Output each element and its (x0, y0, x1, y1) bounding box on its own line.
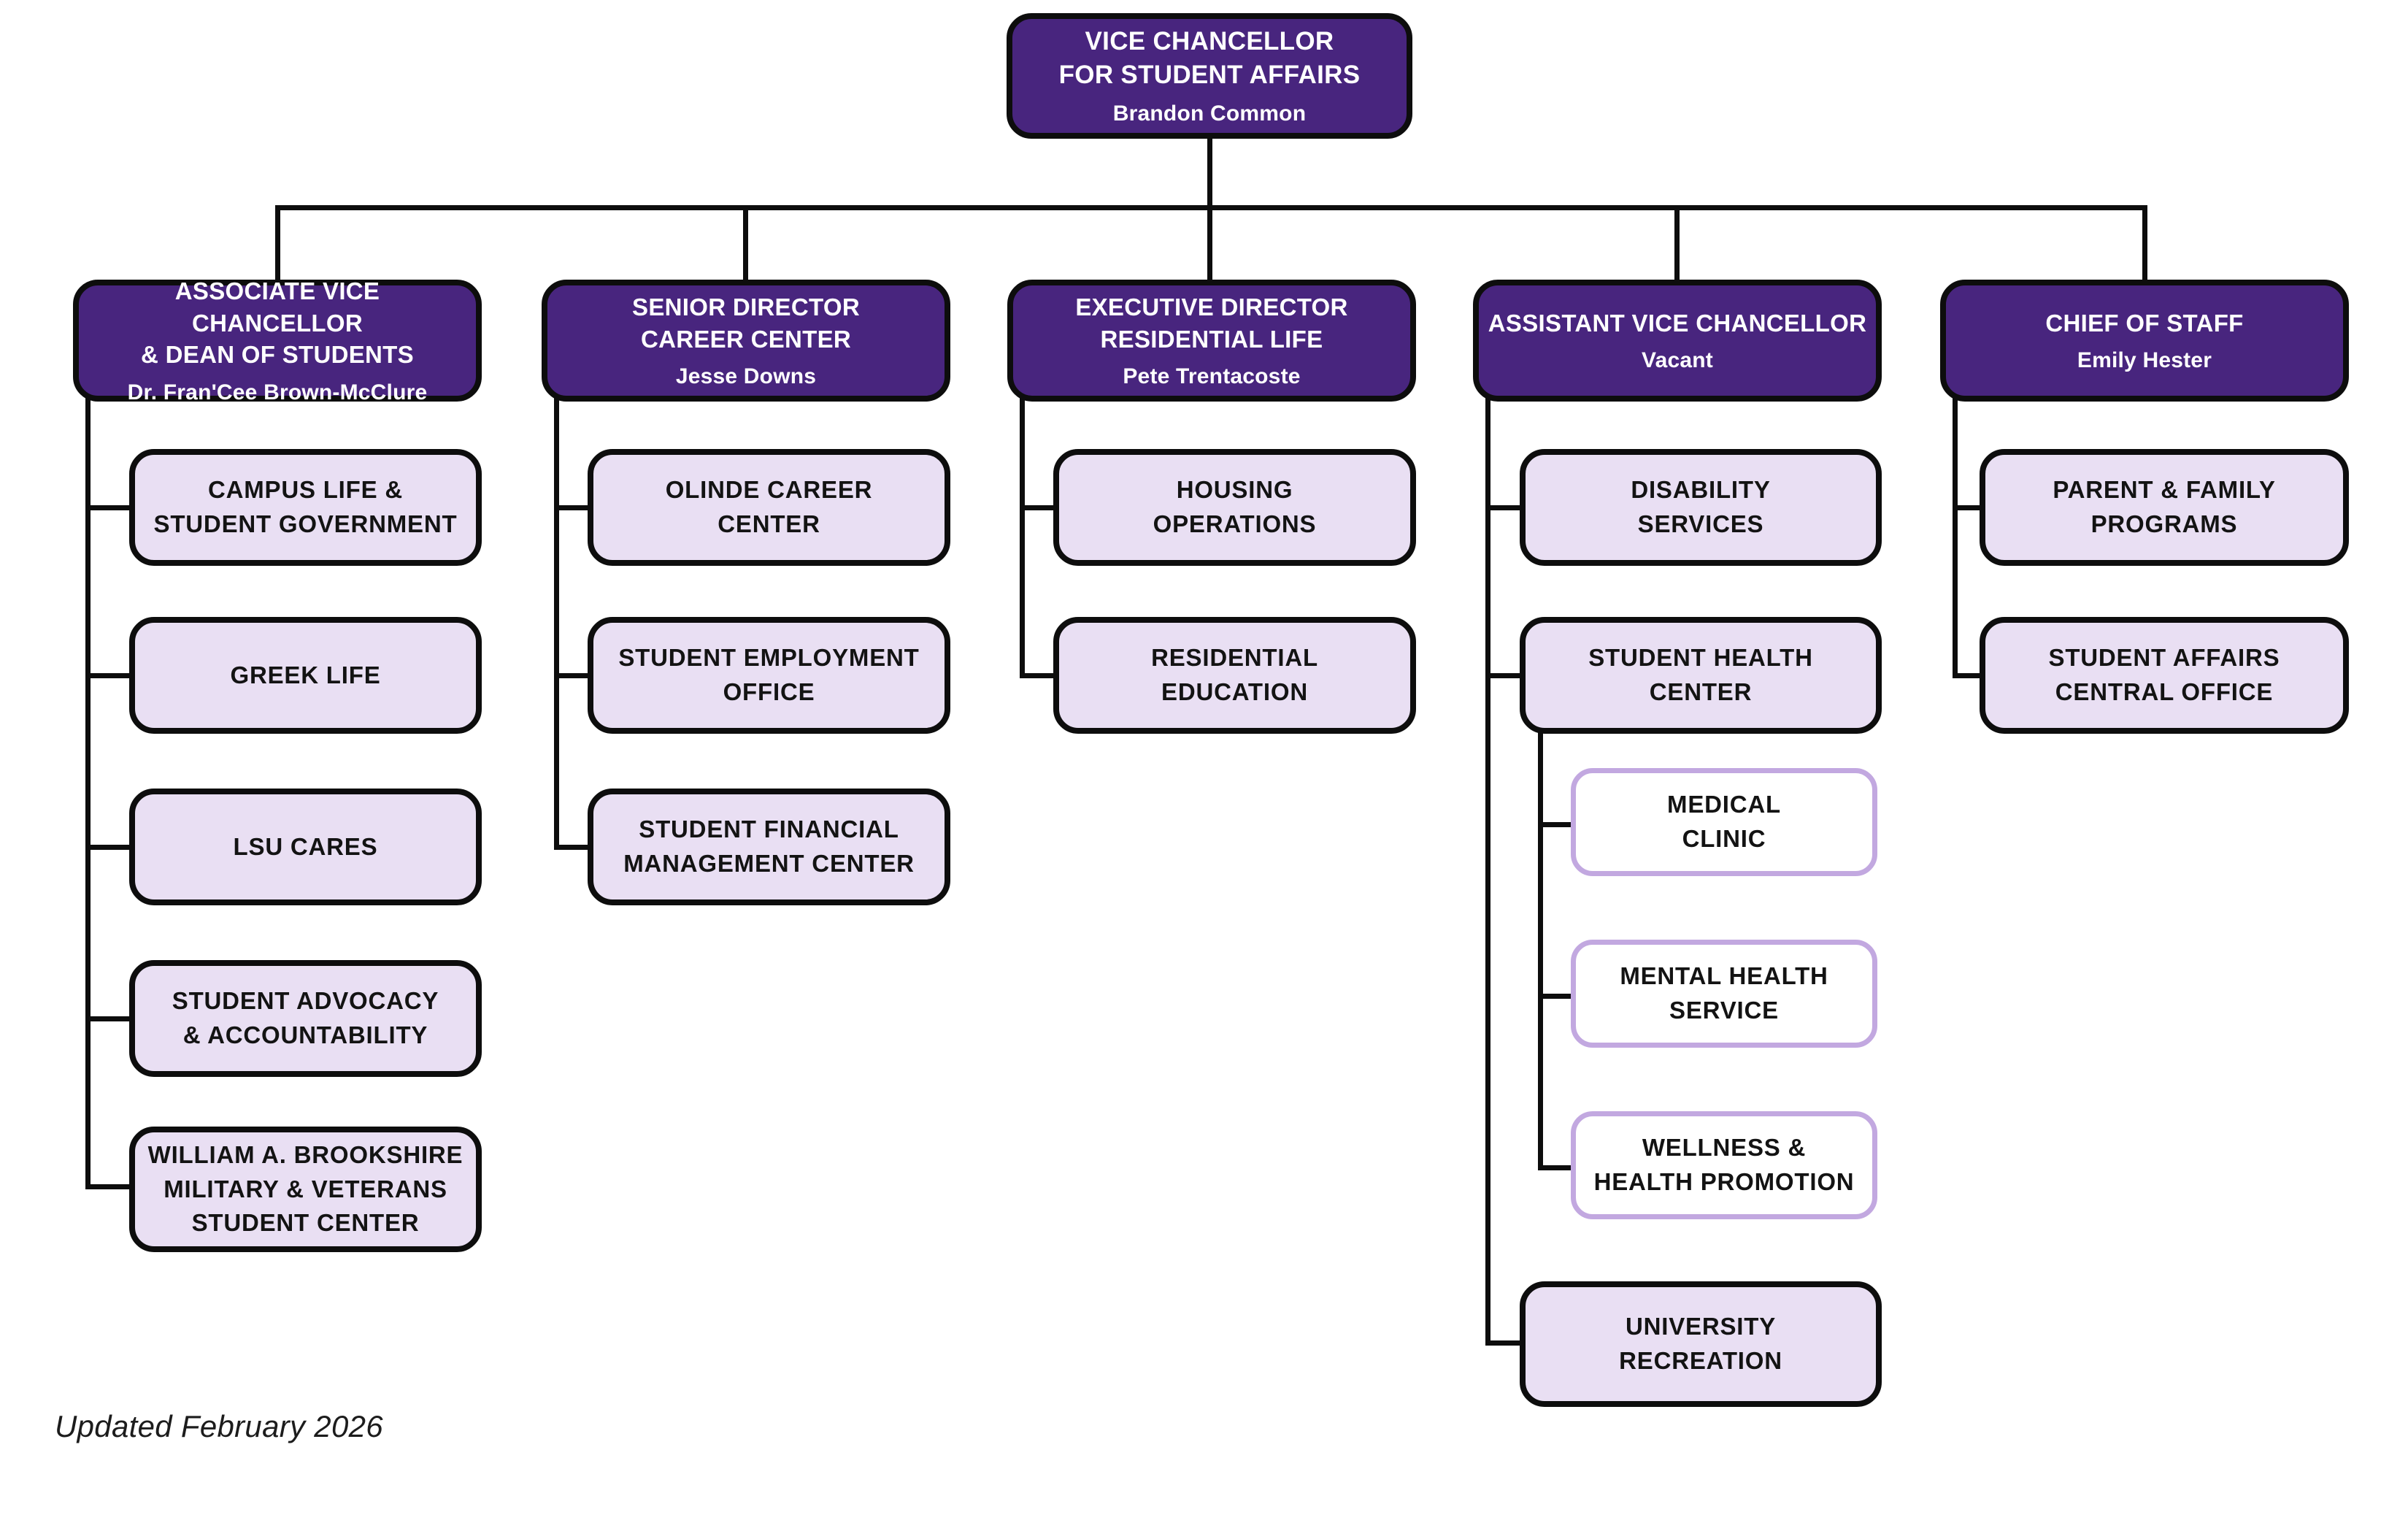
node-label: LSU CARES (233, 832, 378, 860)
connector-stub (1485, 505, 1524, 510)
node-associate-vc-dean: ASSOCIATE VICE CHANCELLOR & DEAN OF STUD… (73, 277, 482, 404)
node-label: STUDENT AFFAIRS CENTRAL OFFICE (2048, 644, 2280, 705)
connector-rail-branch1 (85, 398, 91, 1189)
node-title: SENIOR DIRECTOR CAREER CENTER (632, 293, 860, 353)
node-parent-family: PARENT & FAMILY PROGRAMS (1980, 449, 2349, 566)
connector-stub (1485, 673, 1524, 678)
node-label: OLINDE CAREER CENTER (665, 476, 873, 537)
node-senior-director-career: SENIOR DIRECTOR CAREER CENTER Jesse Down… (542, 280, 950, 402)
connector-stub (1020, 505, 1058, 510)
node-label: STUDENT FINANCIAL MANAGEMENT CENTER (623, 816, 915, 877)
node-title: EXECUTIVE DIRECTOR RESIDENTIAL LIFE (1075, 293, 1348, 353)
node-label: MEDICAL CLINIC (1667, 791, 1781, 852)
node-label: HOUSING OPERATIONS (1153, 476, 1317, 537)
node-lsu-cares: LSU CARES (129, 789, 482, 905)
node-title: ASSOCIATE VICE CHANCELLOR & DEAN OF STUD… (141, 277, 414, 369)
node-student-employment: STUDENT EMPLOYMENT OFFICE (588, 617, 950, 734)
node-title: VICE CHANCELLOR FOR STUDENT AFFAIRS (1058, 26, 1361, 89)
connector-stub (1538, 1165, 1575, 1170)
connector-stub (554, 505, 592, 510)
node-medical-clinic: MEDICAL CLINIC (1571, 768, 1877, 876)
node-person-name: Pete Trentacoste (1123, 364, 1301, 389)
updated-date-note: Updated February 2026 (55, 1409, 383, 1443)
node-disability-services: DISABILITY SERVICES (1520, 449, 1882, 566)
connector-stub (1538, 994, 1575, 999)
node-person-name: Brandon Common (1112, 101, 1307, 126)
connector-root-drop (1207, 135, 1212, 208)
connector-stub (85, 505, 134, 510)
node-exec-director-residential: EXECUTIVE DIRECTOR RESIDENTIAL LIFE Pete… (1007, 280, 1416, 402)
node-label: DISABILITY SERVICES (1631, 476, 1771, 537)
connector-rail-branch4 (1485, 398, 1490, 1346)
node-student-health: STUDENT HEALTH CENTER (1520, 617, 1882, 734)
connector-stub (1485, 1340, 1524, 1346)
node-student-advocacy: STUDENT ADVOCACY & ACCOUNTABILITY (129, 960, 482, 1077)
node-brookshire-military-veterans: WILLIAM A. BROOKSHIRE MILITARY & VETERAN… (129, 1127, 482, 1252)
node-student-affairs-central: STUDENT AFFAIRS CENTRAL OFFICE (1980, 617, 2349, 734)
node-assistant-vc: ASSISTANT VICE CHANCELLOR Vacant (1473, 280, 1882, 402)
connector-drop-branch3 (1207, 205, 1212, 283)
connector-drop-branch5 (2142, 205, 2147, 283)
connector-stub (554, 845, 592, 850)
node-olinde-career: OLINDE CAREER CENTER (588, 449, 950, 566)
node-label: PARENT & FAMILY PROGRAMS (2053, 476, 2276, 537)
connector-stub (1020, 673, 1058, 678)
connector-stub (1538, 822, 1575, 827)
connector-stub (1953, 673, 1984, 678)
node-label: UNIVERSITY RECREATION (1619, 1313, 1782, 1374)
connector-rail-branch5 (1953, 398, 1958, 678)
connector-rail-branch2 (554, 398, 559, 850)
node-person-name: Vacant (1642, 348, 1713, 373)
connector-stub (85, 1016, 134, 1021)
node-student-financial: STUDENT FINANCIAL MANAGEMENT CENTER (588, 789, 950, 905)
connector-stub (85, 845, 134, 850)
node-title: ASSISTANT VICE CHANCELLOR (1488, 309, 1867, 337)
connector-drop-branch1 (275, 205, 280, 283)
node-title: CHIEF OF STAFF (2045, 309, 2244, 337)
connector-subrail-student-health (1538, 730, 1543, 1170)
node-chief-of-staff: CHIEF OF STAFF Emily Hester (1940, 280, 2349, 402)
node-label: STUDENT ADVOCACY & ACCOUNTABILITY (172, 987, 439, 1048)
node-person-name: Dr. Fran'Cee Brown-McClure (127, 380, 428, 404)
connector-stub (85, 1184, 134, 1189)
node-residential-education: RESIDENTIAL EDUCATION (1053, 617, 1416, 734)
node-label: WILLIAM A. BROOKSHIRE MILITARY & VETERAN… (147, 1140, 463, 1237)
connector-drop-branch4 (1674, 205, 1680, 283)
node-mental-health: MENTAL HEALTH SERVICE (1571, 940, 1877, 1048)
connector-stub (85, 673, 134, 678)
connector-stub (554, 673, 592, 678)
node-vice-chancellor: VICE CHANCELLOR FOR STUDENT AFFAIRS Bran… (1007, 13, 1412, 139)
node-person-name: Jesse Downs (675, 364, 817, 389)
node-label: STUDENT EMPLOYMENT OFFICE (618, 644, 920, 705)
node-label: WELLNESS & HEALTH PROMOTION (1593, 1134, 1855, 1195)
node-greek-life: GREEK LIFE (129, 617, 482, 734)
node-person-name: Emily Hester (2077, 348, 2212, 373)
node-university-recreation: UNIVERSITY RECREATION (1520, 1281, 1882, 1407)
node-label: CAMPUS LIFE & STUDENT GOVERNMENT (153, 476, 458, 537)
node-label: STUDENT HEALTH CENTER (1588, 644, 1813, 705)
node-label: MENTAL HEALTH SERVICE (1620, 962, 1828, 1024)
node-housing-operations: HOUSING OPERATIONS (1053, 449, 1416, 566)
connector-drop-branch2 (743, 205, 748, 283)
node-label: GREEK LIFE (230, 661, 381, 688)
node-wellness-promotion: WELLNESS & HEALTH PROMOTION (1571, 1111, 1877, 1219)
node-campus-life: CAMPUS LIFE & STUDENT GOVERNMENT (129, 449, 482, 566)
connector-rail-branch3 (1020, 398, 1025, 678)
node-label: RESIDENTIAL EDUCATION (1151, 644, 1318, 705)
connector-stub (1953, 505, 1984, 510)
